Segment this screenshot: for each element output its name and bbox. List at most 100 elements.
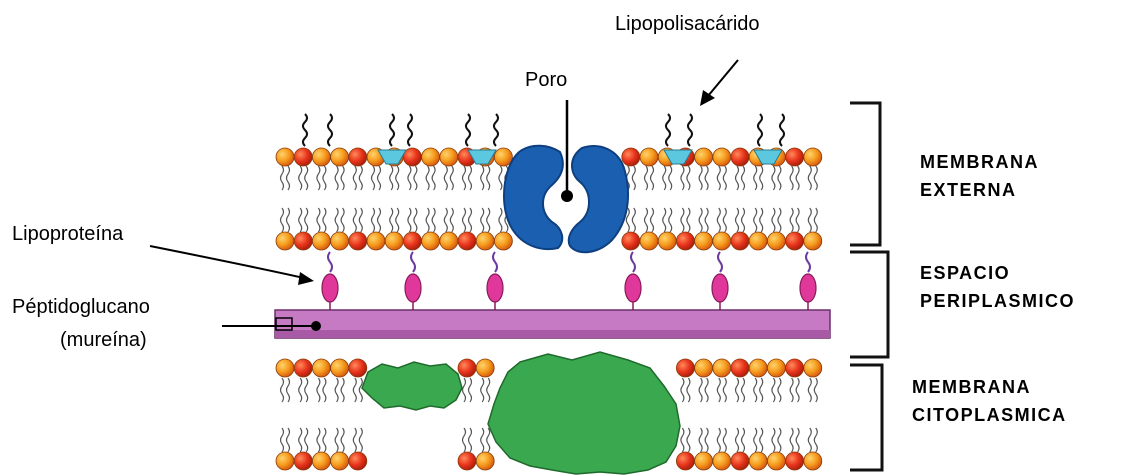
lipid-head: [403, 232, 421, 250]
lipid-tail: [814, 378, 817, 402]
lipid-tail: [335, 378, 338, 402]
peptidoglucano-pointer-dot: [311, 321, 321, 331]
lipoproteins: [322, 252, 816, 310]
lipid-tail: [687, 166, 690, 190]
lipid-tail: [699, 166, 702, 190]
lipid-head: [312, 232, 330, 250]
lipid-tail: [796, 208, 799, 232]
lipid-tail: [408, 208, 411, 232]
lipid-tail: [463, 428, 466, 452]
lipid-head: [676, 452, 694, 470]
lipid-head: [695, 148, 713, 166]
lipid-head: [276, 452, 294, 470]
lipid-tail: [396, 166, 399, 190]
lipid-tail: [281, 166, 284, 190]
lipid-tail: [790, 378, 793, 402]
lipid-tail: [432, 166, 435, 190]
lipid-tail: [372, 208, 375, 232]
lipid-tail: [450, 208, 453, 232]
lipid-head: [276, 359, 294, 377]
lipid-head: [731, 359, 749, 377]
lipid-head: [331, 232, 349, 250]
lipid-tail: [772, 378, 775, 402]
label-lipoproteina: Lipoproteína: [12, 223, 124, 245]
lipid-tail: [736, 378, 739, 402]
lipid-head: [458, 452, 476, 470]
lipoprotein: [405, 274, 421, 302]
lipid-tail: [736, 208, 739, 232]
label-membrana-externa-line2: EXTERNA: [920, 180, 1017, 200]
lipid-tail: [742, 208, 745, 232]
lipid-tail: [481, 166, 484, 190]
lipid-tail: [723, 428, 726, 452]
lipid-head: [312, 148, 330, 166]
lipid-tail: [287, 208, 290, 232]
lipid-tail: [299, 208, 302, 232]
lipid-tail: [742, 166, 745, 190]
lipid-tail: [305, 208, 308, 232]
lipoprotein-linker: [631, 252, 635, 272]
lipid-head: [658, 232, 676, 250]
lipid-tail: [305, 166, 308, 190]
lipid-tail: [323, 166, 326, 190]
lipoprotein: [712, 274, 728, 302]
lipid-tail: [717, 428, 720, 452]
lipid-tail: [808, 378, 811, 402]
lipid-tail: [353, 166, 356, 190]
lipid-tail: [669, 208, 672, 232]
lipid-tail: [742, 378, 745, 402]
bracket-membrana-externa: [850, 103, 880, 245]
lipid-tail: [487, 208, 490, 232]
lipid-head: [786, 148, 804, 166]
lipid-head: [294, 148, 312, 166]
lipid-tail: [760, 166, 763, 190]
label-membrana-externa-line1: MEMBRANA: [920, 152, 1039, 172]
lipid-head: [749, 232, 767, 250]
porin-right-half: [569, 146, 628, 252]
lipid-tail: [687, 378, 690, 402]
lipid-head: [349, 232, 367, 250]
lipoprotein: [800, 274, 816, 302]
lipid-tail: [687, 428, 690, 452]
lipid-tail: [378, 166, 381, 190]
lipid-tail: [432, 208, 435, 232]
lipid-tail: [323, 428, 326, 452]
lipid-tail: [317, 208, 320, 232]
lps-o-antigen-chain: [758, 114, 762, 146]
lipid-head: [312, 359, 330, 377]
lipid-tail: [463, 378, 466, 402]
lipid-tail: [341, 378, 344, 402]
lipid-head: [349, 452, 367, 470]
lipid-tail: [687, 208, 690, 232]
lipid-head: [804, 359, 822, 377]
lipid-tail: [681, 208, 684, 232]
lipid-tail: [317, 166, 320, 190]
lps-o-antigen-chain: [408, 114, 412, 146]
lipid-tail: [808, 208, 811, 232]
lipid-tail: [814, 166, 817, 190]
lipid-tail: [323, 208, 326, 232]
lipid-head: [440, 148, 458, 166]
lipid-head: [640, 232, 658, 250]
lipid-head: [749, 452, 767, 470]
lipopolisacarido-arrow-head: [700, 90, 715, 106]
lipoprotein: [322, 274, 338, 302]
lipid-tail: [414, 166, 417, 190]
lipid-tail: [335, 208, 338, 232]
lipid-tail: [705, 208, 708, 232]
lipid-head: [713, 148, 731, 166]
lipid-tail: [754, 378, 757, 402]
lipid-tail: [353, 208, 356, 232]
lipid-tail: [426, 208, 429, 232]
lipid-tail: [450, 166, 453, 190]
label-poro: Poro: [525, 69, 567, 91]
lipid-head: [294, 232, 312, 250]
lipid-head: [331, 452, 349, 470]
lipid-tail: [444, 208, 447, 232]
lipid-tail: [335, 428, 338, 452]
lipopolisacarido-arrow-line: [708, 60, 738, 96]
label-peptidoglucano: Péptidoglucano: [12, 296, 150, 318]
lipid-tail: [390, 208, 393, 232]
lipid-tail: [287, 428, 290, 452]
